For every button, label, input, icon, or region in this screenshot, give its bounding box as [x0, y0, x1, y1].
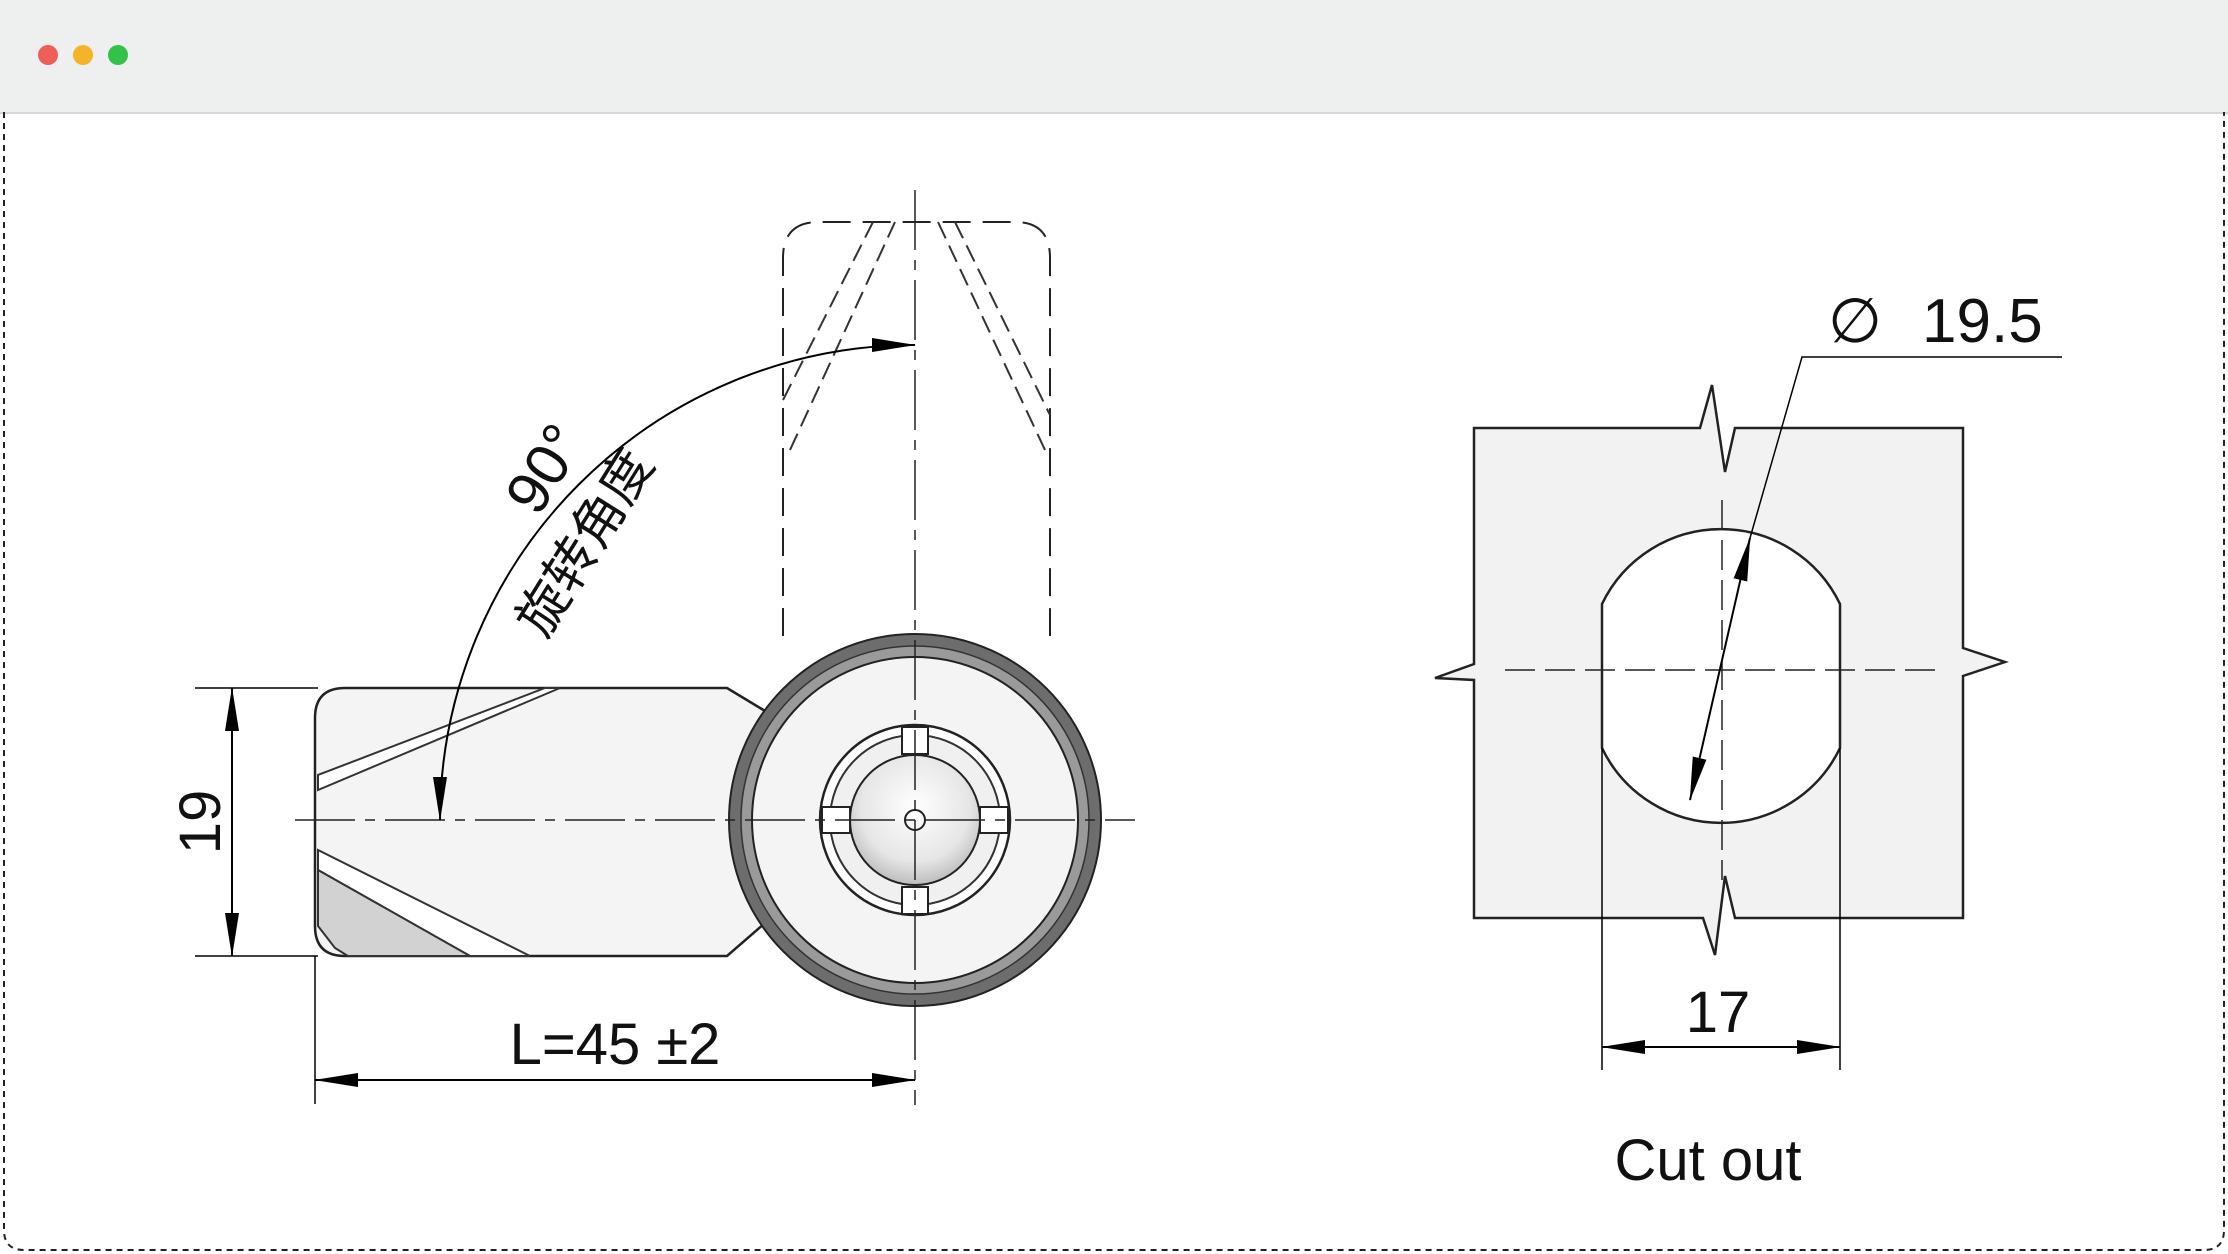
- height-label: 19: [168, 790, 233, 855]
- cutout-view: ∅ 19.5 17 Cut out: [1434, 287, 2062, 1193]
- minimize-window-button[interactable]: [73, 45, 93, 65]
- drawing-canvas: 90° 旋转角度 19 L=45 ±2: [0, 112, 2228, 1254]
- cutout-width-label: 17: [1686, 980, 1751, 1045]
- title-bar: [0, 0, 2228, 114]
- rotation-angle-arc: [433, 338, 916, 821]
- diameter-dimension-line: [1689, 537, 1751, 801]
- diameter-symbol: ∅: [1828, 287, 1882, 356]
- diameter-value: 19.5: [1922, 287, 2043, 356]
- zoom-window-button[interactable]: [108, 45, 128, 65]
- diameter-leader: [1749, 356, 2062, 539]
- cam-lock-view: 90° 旋转角度 19 L=45 ±2: [168, 190, 1135, 1105]
- cutout-hole: [1600, 527, 1842, 825]
- frame-border: [3, 112, 2225, 1251]
- length-label: L=45 ±2: [510, 1012, 721, 1077]
- rotated-cam-outline: [782, 221, 1051, 636]
- cutout-title: Cut out: [1615, 1128, 1802, 1193]
- technical-drawing: 90° 旋转角度 19 L=45 ±2: [3, 112, 2225, 1251]
- close-window-button[interactable]: [38, 45, 58, 65]
